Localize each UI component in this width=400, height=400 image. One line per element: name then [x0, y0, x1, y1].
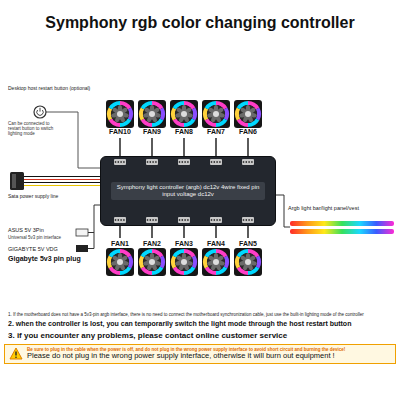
controller-box: Symphony light controller (argb) dc12v 4…: [100, 156, 276, 226]
sata-wire: [24, 185, 100, 186]
sync-wire: [88, 205, 100, 249]
note-label: Can be connected to restart button to sw…: [8, 121, 58, 137]
fan-label: FAN2: [135, 240, 169, 248]
argb-light-strip: [276, 195, 394, 234]
fan-node: FAN1: [103, 238, 137, 276]
sata-plug: [10, 172, 24, 190]
fan-icon: [138, 100, 166, 128]
part-label: Universal 5v3 pin interface: [8, 235, 74, 240]
fan-icon: [170, 248, 198, 276]
instruction-note: 1. If the motherboard does not have a 5v…: [8, 312, 392, 317]
fan-cable: [119, 138, 121, 156]
fan-icon: [138, 248, 166, 276]
fan-node: FAN9: [135, 100, 169, 138]
light-strip: [290, 229, 394, 234]
argb-3pin-plug: [76, 205, 100, 252]
fan-icon: [202, 100, 230, 128]
fan-node: FAN2: [135, 238, 169, 276]
strip-wire: [276, 195, 290, 227]
fan-node: FAN6: [231, 100, 265, 138]
fan-icon: [202, 248, 230, 276]
part-label: Gigabyte 5v3 pin plug: [8, 255, 100, 263]
gigabyte-plug: [76, 245, 88, 252]
pin-header: [100, 216, 276, 224]
part-label: Argb light bar/light panel/vest: [288, 205, 396, 211]
part-label: Sata power supply line: [8, 194, 88, 200]
warning-text: Please do not plug in the wrong power su…: [27, 352, 391, 361]
fan-node: FAN4: [199, 238, 233, 276]
fan-cable: [247, 226, 249, 238]
fan-label: FAN10: [103, 128, 137, 136]
fan-label: FAN3: [167, 240, 201, 248]
sata-wire: [24, 179, 100, 180]
sata-wire: [24, 182, 100, 183]
part-label: ASUS 5V 3Pin: [8, 227, 74, 233]
button-wire: [46, 112, 100, 168]
fan-cable: [247, 138, 249, 156]
asus-plug: [76, 229, 88, 236]
fan-cable: [151, 226, 153, 238]
fan-icon: [170, 100, 198, 128]
fan-icon: [234, 100, 262, 128]
fan-label: FAN5: [231, 240, 265, 248]
fan-node: FAN8: [167, 100, 201, 138]
instruction-note: 2. when the controller is lost, you can …: [8, 320, 392, 328]
fan-cable: [119, 226, 121, 238]
button-body: [34, 106, 46, 118]
fan-cable: [183, 138, 185, 156]
light-strip: [290, 221, 394, 226]
fan-icon: [106, 248, 134, 276]
fan-label: FAN6: [231, 128, 265, 136]
fan-node: FAN3: [167, 238, 201, 276]
fan-label: FAN1: [103, 240, 137, 248]
fan-cable: [183, 226, 185, 238]
part-label: Desktop host restart button (optional): [8, 86, 103, 92]
fan-cable: [215, 226, 217, 238]
sata-plug-slot: [12, 174, 16, 188]
fan-node: FAN7: [199, 100, 233, 138]
fan-label: FAN9: [135, 128, 169, 136]
fan-cable: [151, 138, 153, 156]
power-symbol: [40, 108, 41, 112]
fan-label: FAN7: [199, 128, 233, 136]
fan-icon: [106, 100, 134, 128]
part-label: GIGABYTE 5V VDG: [8, 246, 74, 252]
fan-node: FAN5: [231, 238, 265, 276]
instruction-note: 3. if you encounter any problems, please…: [8, 331, 392, 340]
pin-header: [100, 158, 276, 166]
fan-node: FAN10: [103, 100, 137, 138]
fan-icon: [234, 248, 262, 276]
restart-button: [34, 106, 100, 168]
warning-box: Be sure to plug in the cable when the po…: [4, 344, 396, 364]
fan-label: FAN8: [167, 128, 201, 136]
warning-icon: [9, 347, 23, 360]
sata-wire: [24, 176, 100, 177]
fan-label: FAN4: [199, 240, 233, 248]
controller-label: Symphony light controller (argb) dc12v 4…: [111, 182, 265, 200]
sata-connector: [10, 172, 100, 190]
diagram-title: Symphony rgb color changing controller: [0, 14, 400, 32]
fan-cable: [215, 138, 217, 156]
